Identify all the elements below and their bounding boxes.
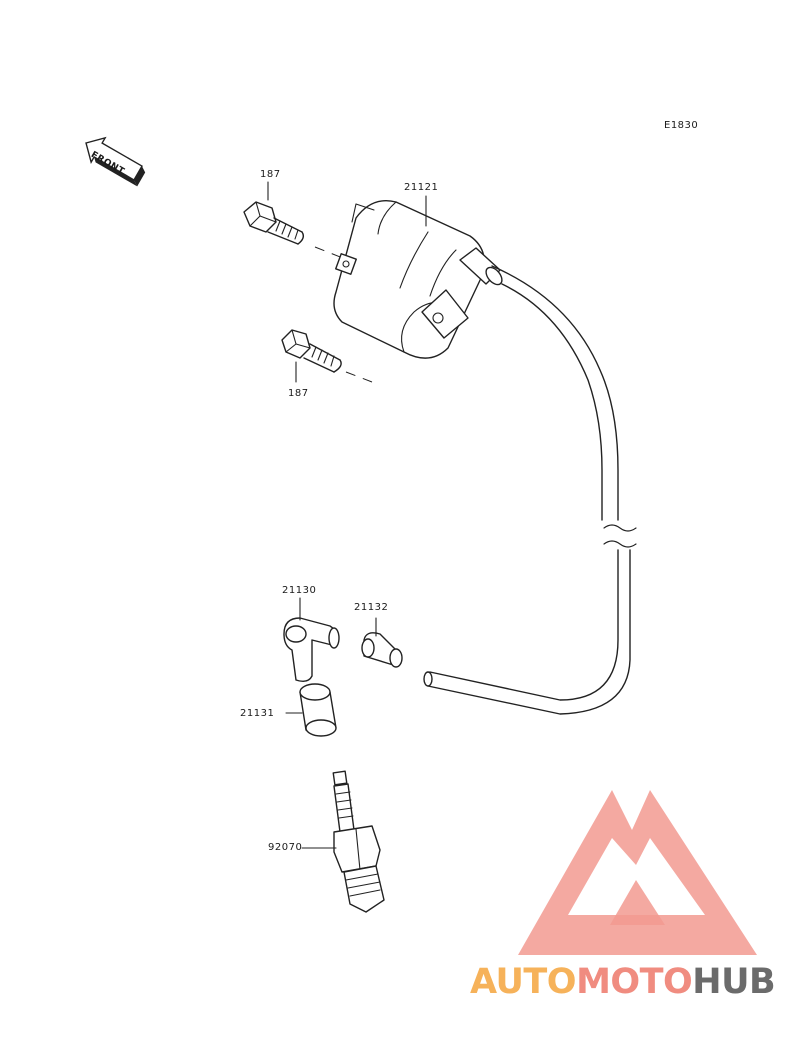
part-number-21121: 21121 <box>404 182 439 193</box>
upper-bolt <box>243 181 369 269</box>
lower-bolt <box>281 329 373 383</box>
watermark-hub: HUB <box>692 962 776 1002</box>
part-number-187-lower: 187 <box>288 388 309 399</box>
ignition-coil <box>333 195 503 359</box>
cap-seal <box>285 683 337 737</box>
wire-seal <box>361 617 403 668</box>
high-tension-lead <box>423 265 637 715</box>
watermark-logo <box>518 790 757 955</box>
part-number-21131: 21131 <box>240 708 275 719</box>
watermark-moto: MOTO <box>576 962 693 1002</box>
spark-plug <box>301 770 385 913</box>
plug-cap <box>283 597 340 683</box>
part-number-21132: 21132 <box>354 602 389 613</box>
watermark-auto: AUTO <box>470 962 577 1002</box>
watermark-text: AUTOMOTOHUB <box>470 962 776 1002</box>
part-number-92070: 92070 <box>268 842 303 853</box>
diagram-code: E1830 <box>664 120 699 131</box>
part-number-187-upper: 187 <box>260 169 281 180</box>
front-arrow-icon <box>85 136 146 187</box>
part-number-21130: 21130 <box>282 585 317 596</box>
